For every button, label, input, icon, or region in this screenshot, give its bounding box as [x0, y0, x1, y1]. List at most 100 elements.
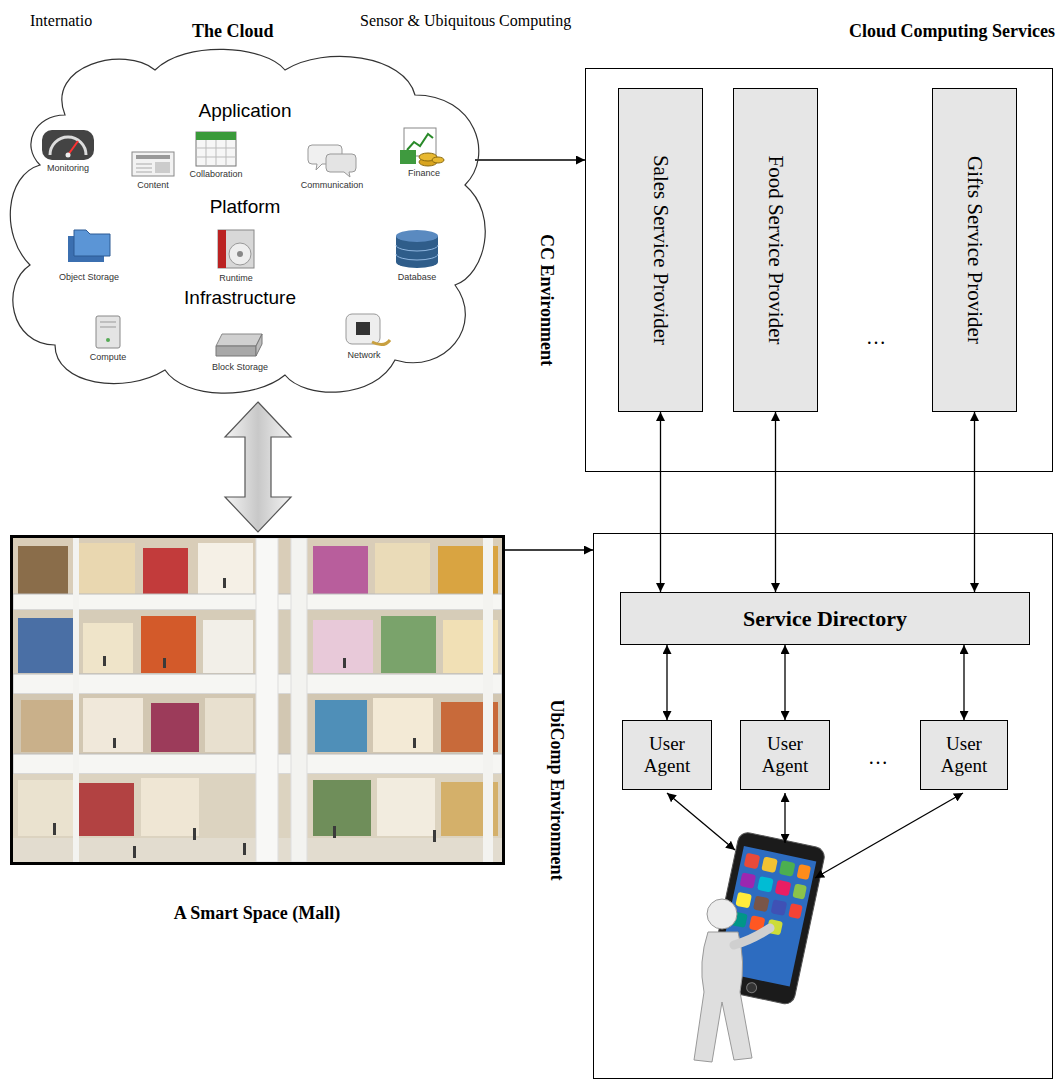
layer-title: Application: [85, 100, 405, 122]
icon-label: Content: [0, 180, 313, 190]
provider-box: Food Service Provider: [733, 88, 818, 412]
caption-text: A Smart Space (Mall): [97, 903, 417, 924]
finance-icon: [400, 150, 416, 164]
runtime-icon: [218, 230, 254, 268]
agent-label: User Agent: [741, 721, 829, 789]
photo-frame: A Smart Space (Mall): [10, 535, 505, 865]
block-arrow: [225, 402, 291, 532]
user-phone-figure: [694, 932, 752, 1062]
finance-icon: [407, 134, 433, 150]
mall-photo: [18, 546, 68, 594]
mall-photo: [79, 783, 134, 836]
block-storage-icon: [256, 334, 262, 356]
communication-icon: [326, 154, 356, 177]
user-phone-figure: [734, 928, 770, 945]
user-phone-figure: [771, 899, 788, 916]
connector-arrow: [660, 412, 661, 592]
object-storage-icon: [68, 230, 110, 262]
agent-phone-link: [815, 793, 963, 878]
runtime-icon: [218, 230, 226, 268]
monitoring-icon: [50, 137, 86, 155]
mall-photo: [203, 620, 253, 673]
connector-arrow: [784, 645, 785, 720]
content-icon: [136, 155, 170, 159]
network-icon: [372, 340, 390, 345]
heading-text: Cloud Computing Services: [735, 21, 1055, 42]
content-icon: [136, 168, 152, 169]
mall-photo: [141, 778, 199, 836]
connector-arrow: [475, 159, 585, 160]
finance-icon: [432, 157, 444, 163]
mall-photo: [313, 780, 371, 836]
user-phone-figure: [775, 880, 792, 897]
agent-label: User Agent: [623, 721, 711, 789]
collaboration-icon: [196, 132, 236, 140]
mall-photo: [75, 543, 135, 594]
mall-photo: [291, 538, 307, 862]
environment-box: UbiComp EnvironmentService DirectoryUser…: [593, 533, 1053, 1079]
connector-arrow: [666, 645, 667, 720]
provider-label: Food Service Provider: [763, 156, 787, 345]
compute-icon: [96, 316, 120, 348]
mall-photo: [377, 778, 435, 836]
database-icon: [396, 245, 438, 260]
collaboration-icon: [196, 132, 236, 166]
heading-text: The Cloud: [192, 21, 274, 42]
runtime-icon: [237, 251, 243, 257]
mall-photo: [83, 698, 143, 752]
monitoring-icon: [42, 130, 94, 160]
mall-photo: [143, 548, 188, 594]
object-storage-icon: [74, 230, 110, 256]
runtime-icon: [218, 230, 254, 268]
connector-arrow: [963, 645, 964, 720]
content-icon: [132, 152, 174, 176]
agent-box: User Agent: [622, 720, 712, 790]
mall-photo: [381, 616, 436, 673]
agent-box: User Agent: [740, 720, 830, 790]
user-phone-figure: [744, 853, 761, 870]
provider-label: Sales Service Provider: [648, 155, 672, 345]
environment-box: Cloud Computing ServicesCC EnvironmentSa…: [585, 68, 1053, 472]
content-icon: [136, 172, 152, 173]
mall-photo: [13, 538, 502, 862]
database-icon: [396, 230, 438, 242]
collaboration-icon: [196, 140, 236, 166]
mall-photo: [315, 700, 367, 752]
user-phone-figure: [694, 831, 826, 1062]
mall-photo: [133, 846, 136, 858]
mall-photo: [483, 538, 493, 862]
mall-photo: [243, 843, 246, 855]
agent-phone-link: [784, 793, 785, 843]
mall-photo: [205, 698, 253, 752]
user-phone-figure: [757, 876, 774, 893]
mall-photo: [13, 538, 502, 862]
mall-photo: [83, 623, 133, 673]
user-phone-figure: [761, 856, 778, 873]
header-text: Sensor & Ubiquitous Computing: [360, 12, 571, 30]
layer-title: Platform: [85, 196, 405, 218]
network-icon: [356, 322, 370, 335]
icon-label: Collaboration: [56, 169, 376, 179]
connector-arrow: [974, 412, 975, 592]
mall-photo: [373, 698, 433, 752]
mall-photo: [343, 658, 346, 668]
icon-label: Object Storage: [0, 272, 249, 282]
compute-icon: [106, 338, 110, 342]
user-phone-figure: [753, 896, 770, 913]
provider-box: Sales Service Provider: [618, 88, 703, 412]
icon-label: Runtime: [76, 273, 396, 283]
provider-label: Gifts Service Provider: [962, 156, 986, 344]
communication-icon: [308, 145, 356, 177]
mall-photo: [21, 700, 76, 752]
runtime-icon: [229, 243, 251, 265]
mall-photo: [53, 823, 56, 835]
provider-box: Gifts Service Provider: [932, 88, 1017, 412]
mall-photo: [53, 578, 436, 858]
mall-photo: [151, 703, 199, 752]
directory-box: Service Directory: [620, 592, 1030, 645]
mall-photo: [141, 616, 196, 673]
network-icon: [346, 314, 380, 344]
mall-photo: [18, 618, 78, 673]
